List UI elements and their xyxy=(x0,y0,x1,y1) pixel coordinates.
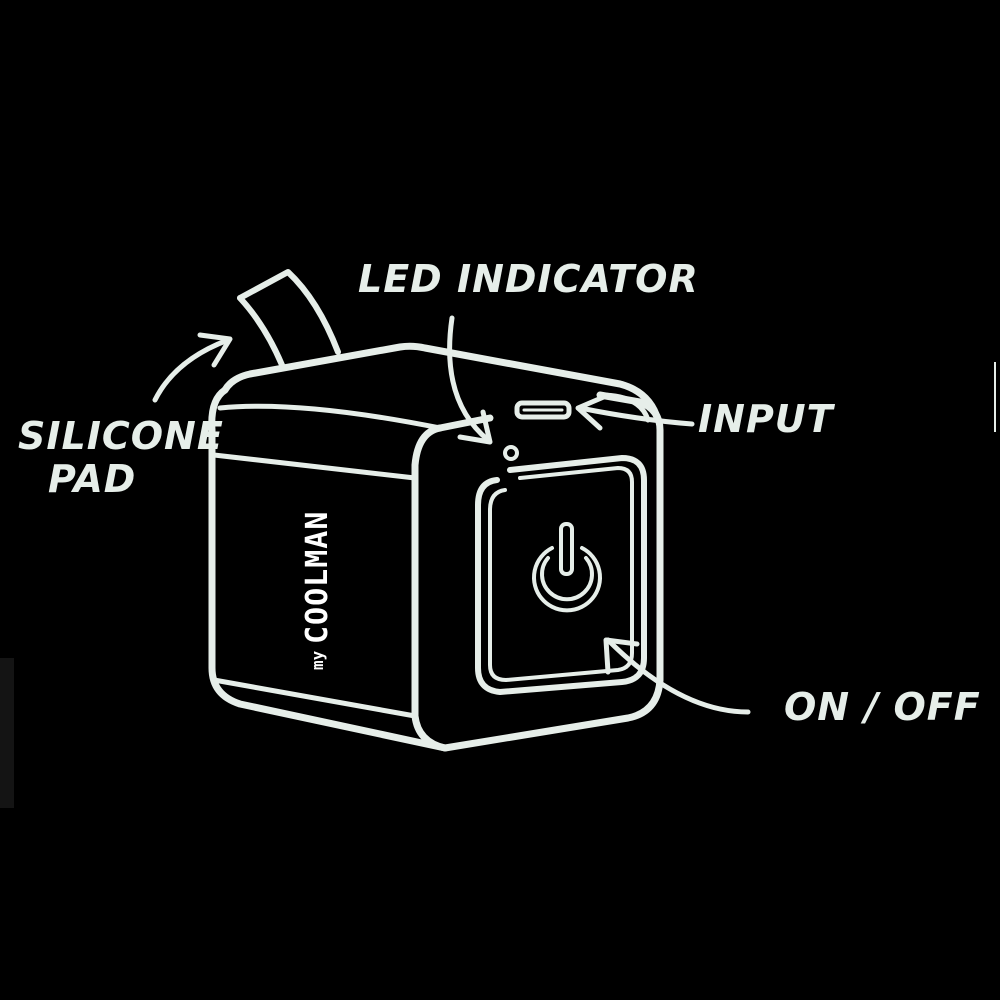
cube-body xyxy=(208,342,664,752)
silicone-pad-arrow xyxy=(152,332,233,403)
silicone-pad-strap xyxy=(237,269,341,368)
power-icon xyxy=(532,522,602,613)
led-indicator-arrow xyxy=(447,315,493,445)
left-edge-mark xyxy=(0,658,14,808)
on-off-label: ON / OFF xyxy=(784,685,981,729)
brand-prefix: my xyxy=(308,650,327,670)
right-edge-mark xyxy=(994,362,1000,432)
input-port xyxy=(514,400,572,420)
silicone-pad-label-line2: PAD xyxy=(48,457,136,501)
on-off-arrow xyxy=(603,637,751,715)
input-label: INPUT xyxy=(698,397,836,441)
brand-logo: my COOLMAN xyxy=(300,511,335,670)
power-button-panel xyxy=(475,455,647,695)
led-indicator-dot xyxy=(503,445,519,461)
brand-name: COOLMAN xyxy=(300,511,335,644)
silicone-pad-label-line1: SILICONE xyxy=(18,414,224,458)
led-indicator-label: LED INDICATOR xyxy=(358,257,699,301)
input-arrow xyxy=(575,393,695,431)
